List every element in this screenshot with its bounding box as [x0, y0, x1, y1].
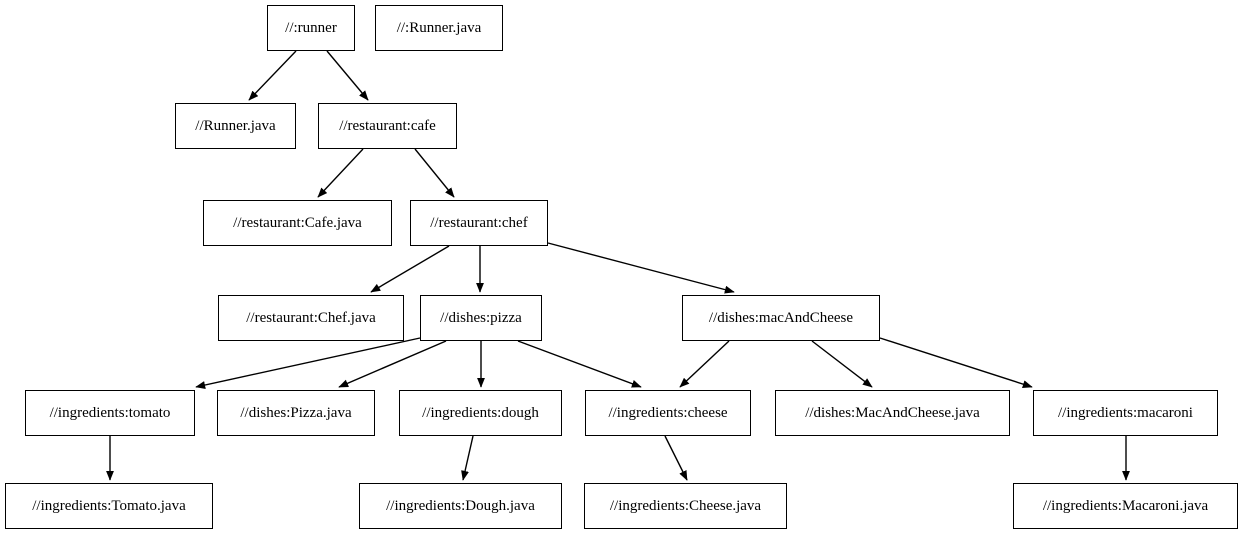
graph-node-restaurant_chef_java[interactable]: //restaurant:Chef.java: [218, 295, 404, 341]
graph-node-label: //:Runner.java: [396, 19, 482, 36]
graph-node-dishes_pizza_java[interactable]: //dishes:Pizza.java: [217, 390, 375, 436]
graph-node-label: //restaurant:Chef.java: [246, 309, 376, 326]
graph-node-ing_tomato_java[interactable]: //ingredients:Tomato.java: [5, 483, 213, 529]
graph-node-restaurant_chef[interactable]: //restaurant:chef: [410, 200, 548, 246]
graph-node-label: //dishes:macAndCheese: [708, 309, 854, 326]
graph-node-dishes_mac_java[interactable]: //dishes:MacAndCheese.java: [775, 390, 1010, 436]
graph-node-label: //ingredients:cheese: [608, 404, 728, 421]
graph-node-label: //ingredients:tomato: [49, 404, 171, 421]
graph-node-runner[interactable]: //:runner: [267, 5, 355, 51]
graph-node-label: //restaurant:cafe: [339, 117, 436, 134]
graph-node-label: //Runner.java: [195, 117, 276, 134]
graph-node-label: //ingredients:Macaroni.java: [1042, 497, 1209, 514]
graph-node-ing_macaroni[interactable]: //ingredients:macaroni: [1033, 390, 1218, 436]
graph-node-ing_macaroni_java[interactable]: //ingredients:Macaroni.java: [1013, 483, 1238, 529]
graph-node-runner_java[interactable]: //Runner.java: [175, 103, 296, 149]
graph-node-dishes_pizza[interactable]: //dishes:pizza: [420, 295, 542, 341]
graph-node-label: //ingredients:dough: [422, 404, 539, 421]
graph-node-label: //ingredients:Tomato.java: [32, 497, 186, 514]
graph-node-label: //dishes:Pizza.java: [240, 404, 352, 421]
graph-node-label: //:runner: [285, 19, 337, 36]
graph-node-label: //ingredients:Dough.java: [386, 497, 535, 514]
graph-node-runner_java_root[interactable]: //:Runner.java: [375, 5, 503, 51]
graph-node-dishes_macandcheese[interactable]: //dishes:macAndCheese: [682, 295, 880, 341]
graph-node-restaurant_cafe[interactable]: //restaurant:cafe: [318, 103, 457, 149]
graph-node-ing_cheese_java[interactable]: //ingredients:Cheese.java: [584, 483, 787, 529]
graph-node-label: //dishes:pizza: [440, 309, 522, 326]
graph-node-ing_dough_java[interactable]: //ingredients:Dough.java: [359, 483, 562, 529]
graph-node-ing_dough[interactable]: //ingredients:dough: [399, 390, 562, 436]
graph-node-label: //restaurant:chef: [430, 214, 528, 231]
graph-node-ing_cheese[interactable]: //ingredients:cheese: [585, 390, 751, 436]
graph-node-restaurant_cafe_java[interactable]: //restaurant:Cafe.java: [203, 200, 392, 246]
graph-node-label: //ingredients:Cheese.java: [609, 497, 762, 514]
graph-node-ing_tomato[interactable]: //ingredients:tomato: [25, 390, 195, 436]
graph-node-label: //dishes:MacAndCheese.java: [805, 404, 980, 421]
graph-node-label: //ingredients:macaroni: [1058, 404, 1193, 421]
graph-node-label: //restaurant:Cafe.java: [233, 214, 362, 231]
